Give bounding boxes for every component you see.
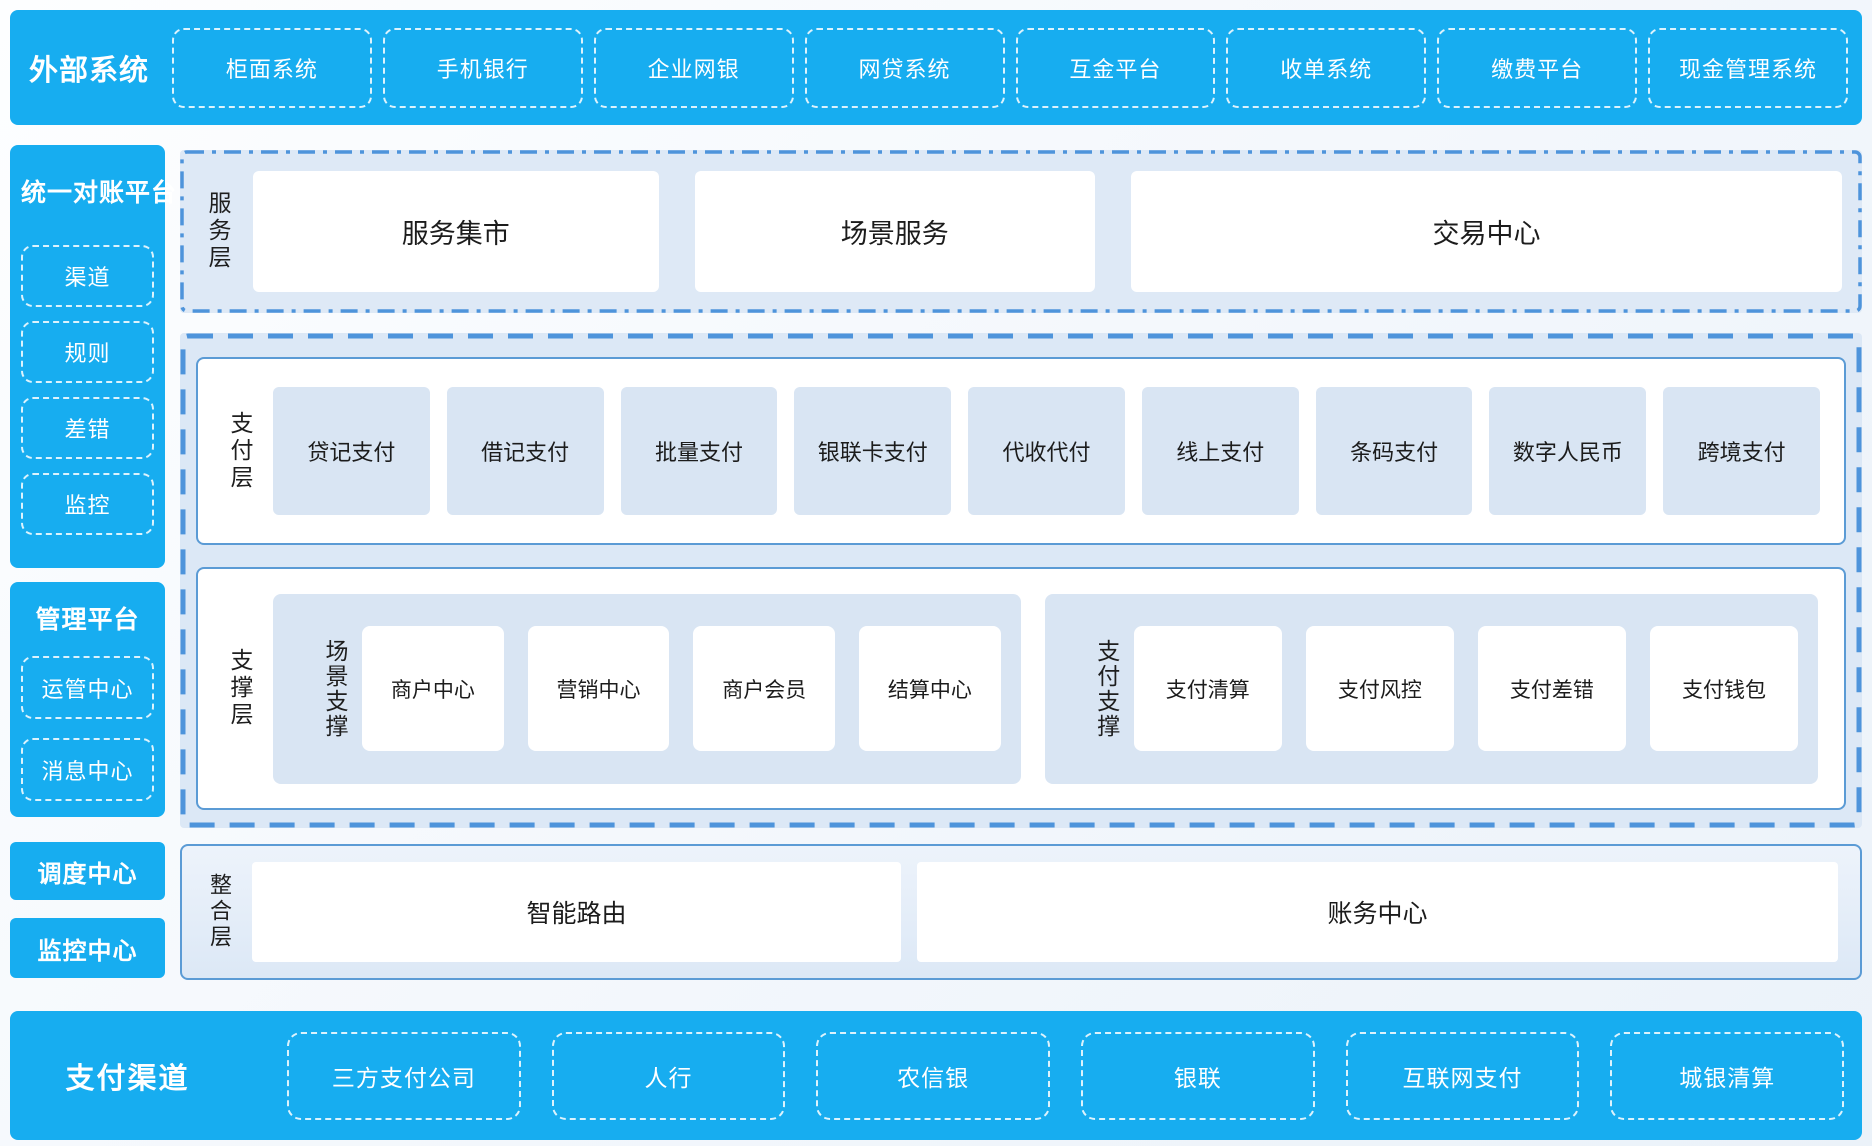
management-platform-panel: 管理平台 运管中心 消息中心 [10, 582, 165, 817]
external-systems-items: 柜面系统 手机银行 企业网银 网贷系统 互金平台 收单系统 缴费平台 现金管理系… [172, 27, 1848, 108]
payment-channels-bar: 支付渠道 三方支付公司 人行 农信银 银联 互联网支付 城银清算 [10, 1011, 1862, 1140]
payment-item: 代收代付 [968, 387, 1125, 515]
payment-item: 数字人民币 [1489, 387, 1647, 515]
group-label: 支付支撑 [1093, 638, 1120, 739]
payment-channels-items: 三方支付公司 人行 农信银 银联 互联网支付 城银清算 [287, 1031, 1845, 1120]
service-layer-items: 服务集市 场景服务 交易中心 [253, 171, 1842, 292]
support-item: 支付差错 [1477, 626, 1626, 751]
management-item: 消息中心 [21, 738, 154, 801]
payment-item: 条码支付 [1315, 387, 1473, 515]
integration-item: 智能路由 [252, 862, 902, 962]
integration-layer-label: 整合层 [207, 873, 232, 951]
scene-support-group: 场景支撑 商户中心 营销中心 商户会员 结算中心 [273, 593, 1021, 784]
service-layer-label: 服务层 [205, 191, 231, 272]
panel-title: 管理平台 [35, 606, 140, 634]
payment-layer-items: 贷记支付 借记支付 批量支付 银联卡支付 代收代付 线上支付 条码支付 数字人民… [273, 387, 1821, 515]
support-item: 支付钱包 [1649, 626, 1799, 751]
channel-item: 银联 [1081, 1031, 1315, 1120]
payment-item: 批量支付 [620, 387, 778, 515]
management-item: 运管中心 [21, 656, 154, 719]
service-item: 服务集市 [253, 171, 659, 292]
integration-layer: 整合层 智能路由 账务中心 [180, 844, 1862, 980]
integration-layer-items: 智能路由 账务中心 [252, 862, 1838, 962]
channel-item: 城银清算 [1610, 1031, 1845, 1120]
external-system-item: 缴费平台 [1437, 27, 1638, 108]
reconciliation-platform-panel: 统一对账平台 渠道 规则 差错 监控 [10, 145, 178, 568]
payment-item: 借记支付 [446, 387, 604, 515]
payment-item: 线上支付 [1141, 387, 1299, 515]
channel-item: 人行 [551, 1031, 786, 1120]
external-system-item: 企业网银 [593, 27, 794, 108]
external-system-item: 互金平台 [1015, 27, 1216, 108]
group-items: 支付清算 支付风控 支付差错 支付钱包 [1133, 626, 1799, 751]
external-system-item: 收单系统 [1226, 27, 1427, 108]
support-item: 支付清算 [1133, 626, 1282, 751]
panel-title: 统一对账平台 [21, 179, 178, 207]
external-system-item: 现金管理系统 [1648, 27, 1848, 108]
reconciliation-item: 监控 [21, 473, 154, 535]
external-systems-title: 外部系统 [28, 54, 149, 87]
support-layer: 支撑层 场景支撑 商户中心 营销中心 商户会员 结算中心 支付支撑 支付清算 支… [196, 567, 1846, 810]
support-item: 营销中心 [527, 626, 670, 751]
reconciliation-item: 差错 [21, 397, 154, 459]
payment-layer: 支付层 贷记支付 借记支付 批量支付 银联卡支付 代收代付 线上支付 条码支付 … [196, 357, 1846, 545]
external-system-item: 柜面系统 [172, 27, 372, 108]
left-side-column: 统一对账平台 渠道 规则 差错 监控 管理平台 运管中心 消息中心 调度中心 监… [10, 145, 178, 978]
external-system-item: 手机银行 [382, 27, 583, 108]
service-layer: 服务层 服务集市 场景服务 交易中心 [180, 150, 1862, 313]
channel-item: 三方支付公司 [287, 1031, 521, 1120]
service-item: 交易中心 [1131, 171, 1842, 292]
payment-support-group: 支付支撑 支付清算 支付风控 支付差错 支付钱包 [1044, 593, 1818, 784]
support-item: 商户中心 [362, 626, 504, 751]
panel-items: 运管中心 消息中心 [21, 656, 154, 801]
group-items: 商户中心 营销中心 商户会员 结算中心 [362, 626, 1001, 751]
channel-item: 农信银 [816, 1031, 1051, 1120]
support-layer-groups: 场景支撑 商户中心 营销中心 商户会员 结算中心 支付支撑 支付清算 支付风控 … [273, 593, 1818, 784]
payment-channels-title: 支付渠道 [65, 1062, 190, 1095]
external-systems-bar: 外部系统 柜面系统 手机银行 企业网银 网贷系统 互金平台 收单系统 缴费平台 … [10, 10, 1862, 125]
support-item: 支付风控 [1305, 626, 1454, 751]
payment-item: 贷记支付 [273, 387, 430, 515]
payment-item: 跨境支付 [1663, 387, 1821, 515]
monitoring-center-box: 监控中心 [10, 918, 165, 978]
channel-item: 互联网支付 [1345, 1031, 1580, 1120]
payment-item: 银联卡支付 [794, 387, 952, 515]
service-item: 场景服务 [694, 171, 1096, 292]
external-system-item: 网贷系统 [804, 27, 1005, 108]
support-item: 商户会员 [693, 626, 836, 751]
payment-layer-label: 支付层 [227, 410, 253, 492]
reconciliation-item: 渠道 [21, 245, 154, 307]
panel-items: 渠道 规则 差错 监控 [21, 245, 154, 535]
scheduling-center-box: 调度中心 [10, 842, 165, 900]
reconciliation-item: 规则 [21, 321, 154, 383]
group-label: 场景支撑 [322, 638, 348, 739]
support-item: 结算中心 [859, 626, 1001, 751]
core-layers-container: 支付层 贷记支付 借记支付 批量支付 银联卡支付 代收代付 线上支付 条码支付 … [180, 333, 1862, 828]
support-layer-label: 支撑层 [227, 648, 253, 729]
integration-item: 账务中心 [917, 862, 1838, 962]
